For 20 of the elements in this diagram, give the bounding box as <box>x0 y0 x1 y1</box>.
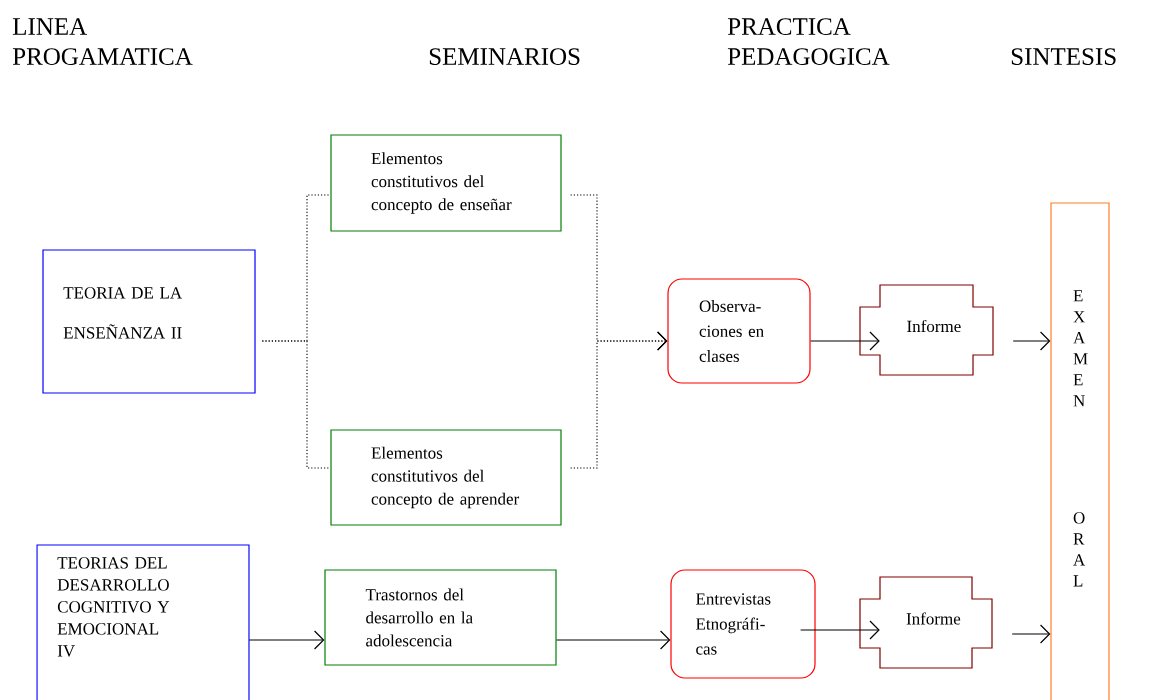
header-label: SEMINARIOS <box>429 48 580 65</box>
arrow <box>1011 624 1051 644</box>
practice-box: Entrevistas Etnográfi- cas <box>670 569 816 679</box>
seminar-box: Elementos constitutivos del concepto de enseñar <box>330 134 562 232</box>
seminar-box: Elementos constitutivos del concepto de aprender <box>330 429 562 526</box>
arrow <box>248 630 325 650</box>
arrow <box>1012 331 1051 351</box>
arrow <box>800 620 880 640</box>
dotted-connector <box>261 340 331 469</box>
practice-box: Observa- ciones en clases <box>667 278 811 384</box>
arrow <box>556 630 671 650</box>
seminar-box: Trastornos del desarrollo en la adolescencia <box>324 569 557 666</box>
header-label: SINTESIS <box>1011 48 1116 65</box>
arrow <box>810 331 880 351</box>
header-label: PRACTICA PEDAGOGICA <box>727 18 890 65</box>
dotted-connector <box>570 331 668 469</box>
header-label: LINEA PROGAMATICA <box>12 18 193 65</box>
theory-box: TEORIAS DEL DESARROLLO COGNITIVO Y EMOCIONAL IV <box>36 544 250 700</box>
synthesis-column: E X A M E N O R A L <box>1050 202 1110 700</box>
theory-box: TEORIA DE LA ENSEÑANZA II <box>42 249 256 394</box>
